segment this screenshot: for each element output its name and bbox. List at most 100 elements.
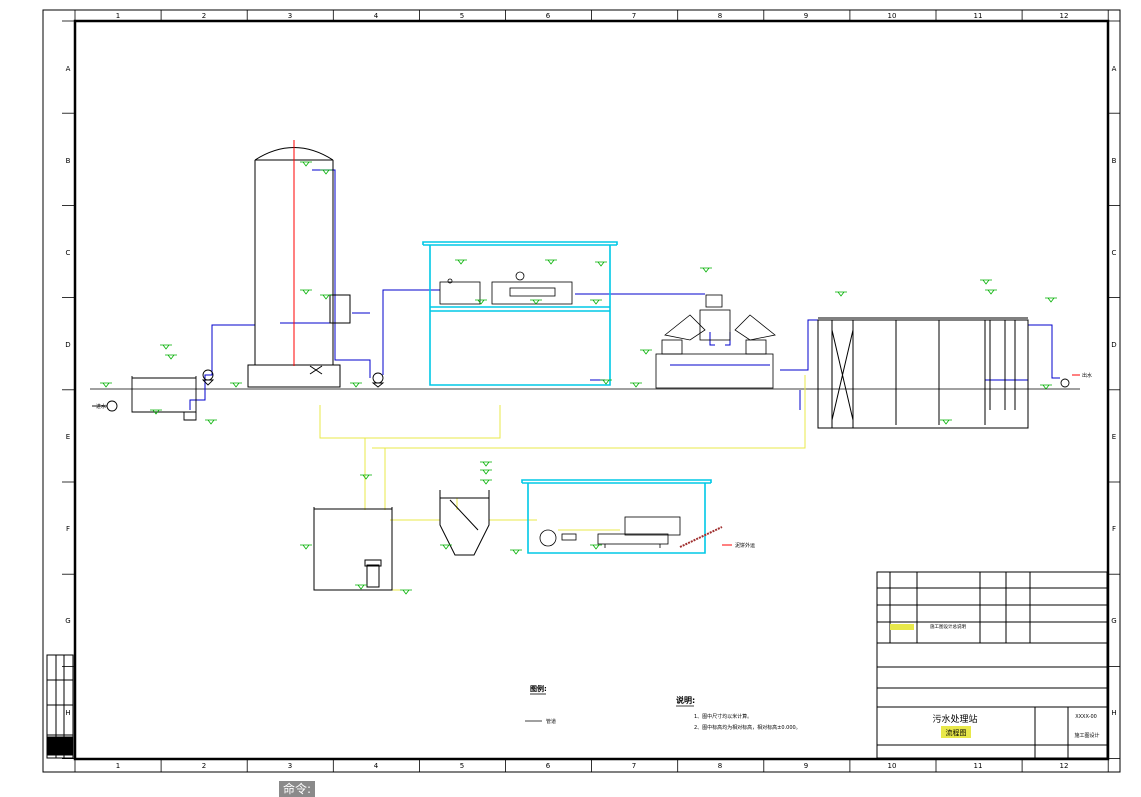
col-number: 12 <box>1060 762 1069 770</box>
row-letter: F <box>1112 525 1116 533</box>
elevation-mark-icon <box>630 382 642 388</box>
row-letter: G <box>1111 617 1116 625</box>
row-letter: F <box>66 525 70 533</box>
elevation-mark-icon <box>480 461 492 467</box>
row-letter: D <box>65 341 70 349</box>
col-number: 2 <box>202 12 206 20</box>
legend-heading: 图例: <box>530 684 547 693</box>
row-letter: B <box>66 157 71 165</box>
row-letter: C <box>66 249 71 257</box>
row-letter: D <box>1111 341 1116 349</box>
drawing-name: 流程图 <box>946 728 967 737</box>
col-number: 8 <box>718 12 722 20</box>
col-number: 7 <box>632 12 636 20</box>
row-letter: A <box>1112 65 1117 73</box>
title-block-subtitle: 施工图设计总说明 <box>930 623 966 630</box>
elevation-mark-icon <box>835 291 847 297</box>
command-prompt: 命令: <box>283 782 312 796</box>
elevation-mark-icon <box>320 169 332 175</box>
drawing-number: XXXX-00 <box>1075 714 1097 720</box>
elevation-mark-icon <box>530 299 542 305</box>
col-number: 5 <box>460 12 464 20</box>
elevation-mark-icon <box>350 382 362 388</box>
elevation-mark-icon <box>595 261 607 267</box>
elevation-mark-icon <box>1045 297 1057 303</box>
col-number: 11 <box>974 762 983 770</box>
col-number: 4 <box>374 762 379 770</box>
elevation-mark-icon <box>1040 384 1052 390</box>
outlet-label: 出水 <box>1082 372 1092 379</box>
row-letter: G <box>65 617 70 625</box>
row-letter: H <box>65 709 70 717</box>
dosing-tanks <box>439 271 573 305</box>
elevation-mark-icon <box>985 289 997 295</box>
elevation-mark-icon <box>700 267 712 273</box>
col-number: 12 <box>1060 12 1069 20</box>
row-letter: A <box>66 65 71 73</box>
elevation-mark-icon <box>300 544 312 550</box>
elevation-mark-icon <box>600 379 612 385</box>
sludge-thickener <box>439 490 490 556</box>
elevation-marks <box>100 161 1057 595</box>
mud-cake-label: 泥饼外运 <box>735 542 755 549</box>
notes-heading: 说明: <box>676 695 695 705</box>
drawing-frame <box>42 9 1121 773</box>
sludge-pipes <box>319 375 806 591</box>
conveyor <box>679 526 723 548</box>
col-number: 6 <box>546 12 551 20</box>
elevation-mark-icon <box>205 419 217 425</box>
row-letter: B <box>1112 157 1117 165</box>
col-number: 5 <box>460 762 464 770</box>
water-pipes <box>189 169 1060 410</box>
legend-pipe-label: 管道 <box>546 718 556 725</box>
col-number: 10 <box>888 12 897 20</box>
elevation-mark-icon <box>545 259 557 265</box>
col-number: 4 <box>374 12 379 20</box>
elevation-mark-icon <box>980 279 992 285</box>
dewatering-building <box>521 479 712 554</box>
col-number: 1 <box>116 12 120 20</box>
elevation-mark-icon <box>940 419 952 425</box>
inlet-label: 进水 <box>96 403 106 410</box>
row-letters: A B C D E F G H A B C D E F G H <box>65 65 1116 717</box>
filter-unit <box>655 294 776 389</box>
treatment-tank <box>817 317 1029 429</box>
row-letter: E <box>66 433 70 441</box>
row-letter: H <box>1111 709 1116 717</box>
elevation-mark-icon <box>300 161 312 167</box>
elevation-mark-icon <box>165 354 177 360</box>
elevation-mark-icon <box>480 479 492 485</box>
notes-item-2: 2、图中标高均为相对标高，相对标高±0.000。 <box>694 724 801 731</box>
elevation-mark-icon <box>590 544 602 550</box>
title-block <box>876 571 1108 759</box>
elevation-mark-icon <box>230 382 242 388</box>
col-number: 3 <box>288 762 292 770</box>
equipment-building <box>422 241 618 386</box>
pump-icon <box>201 369 215 386</box>
project-title: 污水处理站 <box>932 713 977 725</box>
col-number: 1 <box>116 762 120 770</box>
elevation-mark-icon <box>455 259 467 265</box>
elevation-mark-icon <box>440 544 452 550</box>
elevation-mark-icon <box>150 409 162 415</box>
elevation-mark-icon <box>300 289 312 295</box>
command-line[interactable]: 命令: <box>279 781 316 797</box>
col-number: 11 <box>974 12 983 20</box>
elevation-mark-icon <box>160 344 172 350</box>
elevation-mark-icon <box>400 589 412 595</box>
elevation-mark-icon <box>480 469 492 475</box>
row-letter: C <box>1112 249 1117 257</box>
col-number: 3 <box>288 12 292 20</box>
elevation-mark-icon <box>590 299 602 305</box>
elevation-mark-icon <box>320 294 332 300</box>
elevation-mark-icon <box>360 474 372 480</box>
notes-item-1: 1、图中尺寸均以米计算。 <box>694 713 752 720</box>
sludge-tank <box>313 507 393 591</box>
elevation-mark-icon <box>100 382 112 388</box>
row-letter: E <box>1112 433 1116 441</box>
elevation-mark-icon <box>355 584 367 590</box>
col-number: 9 <box>804 762 808 770</box>
col-number: 8 <box>718 762 722 770</box>
col-number: 10 <box>888 762 897 770</box>
